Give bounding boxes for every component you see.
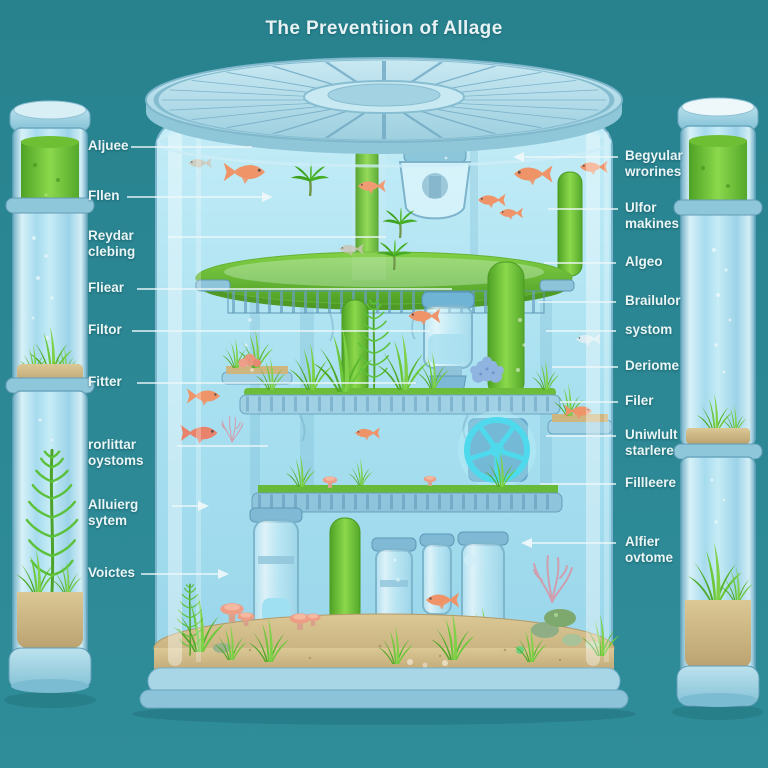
callout-label-right-8: Fillleere xyxy=(625,475,677,490)
rocks xyxy=(213,609,599,668)
sand-layer xyxy=(686,428,750,444)
tank-pedestal xyxy=(139,667,629,709)
callout-label-left-3: Fliear xyxy=(88,280,125,295)
glowing-wheel-device xyxy=(458,411,536,489)
sand-layer xyxy=(685,600,751,668)
tube-ring xyxy=(5,197,95,214)
main-aquarium-tank xyxy=(132,57,636,725)
callout-label-right-5: Deriome xyxy=(625,358,680,373)
callout-label-left-0: Aljuee xyxy=(88,138,129,153)
tier2-platform xyxy=(239,298,613,435)
callout-label-left-5: Fitter xyxy=(88,374,122,389)
callout-label-right-0: Begyular wrorines xyxy=(625,148,683,180)
orange-coral-pom xyxy=(238,354,261,368)
callout-arrowheads xyxy=(198,152,532,579)
callout-label-left-4: Filtor xyxy=(88,322,122,337)
callout-label-left-8: Voictes xyxy=(88,565,136,580)
tube-shadow xyxy=(4,692,96,708)
bubbles xyxy=(31,236,54,340)
right-sample-tube-top xyxy=(672,97,764,720)
left-sample-tube-top xyxy=(4,100,96,708)
callout-label-right-7: Uniwlult starlere xyxy=(625,427,678,459)
bubbles xyxy=(244,318,526,582)
callout-label-right-4: systom xyxy=(625,322,673,337)
callout-label-right-6: Filer xyxy=(625,393,654,408)
tube-shadow xyxy=(672,704,764,720)
callout-label-right-2: Algeo xyxy=(625,254,663,269)
callout-label-right-1: Ulfor makines xyxy=(625,200,680,232)
sand-floor xyxy=(153,555,620,683)
right-sample-tube-bottom xyxy=(673,443,763,707)
bubbles xyxy=(712,248,732,374)
callout-label-right-9: Alfier ovtome xyxy=(625,534,674,566)
sand-layer xyxy=(17,592,83,648)
callout-label-left-2: Reydar clebing xyxy=(88,228,136,260)
fan-lid xyxy=(145,57,623,154)
filter-canister xyxy=(249,507,303,631)
callout-label-left-6: rorlittar oystoms xyxy=(88,437,144,469)
tier3-platform xyxy=(251,451,563,513)
filter-jug xyxy=(421,291,475,399)
callout-label-left-7: Alluierg sytem xyxy=(88,497,139,529)
callout-lines xyxy=(127,146,618,579)
bubbles xyxy=(710,478,726,524)
callout-label-right-3: Brailulor xyxy=(625,293,681,308)
callout-label-left-1: Fllen xyxy=(88,188,120,203)
algae-sample xyxy=(21,136,79,205)
tube-ring xyxy=(673,199,763,216)
page-title: The Preventiion of Allage xyxy=(265,18,503,39)
glass-highlights xyxy=(168,130,609,666)
left-sample-tube-bottom xyxy=(5,377,95,693)
algae-sample xyxy=(689,135,747,206)
